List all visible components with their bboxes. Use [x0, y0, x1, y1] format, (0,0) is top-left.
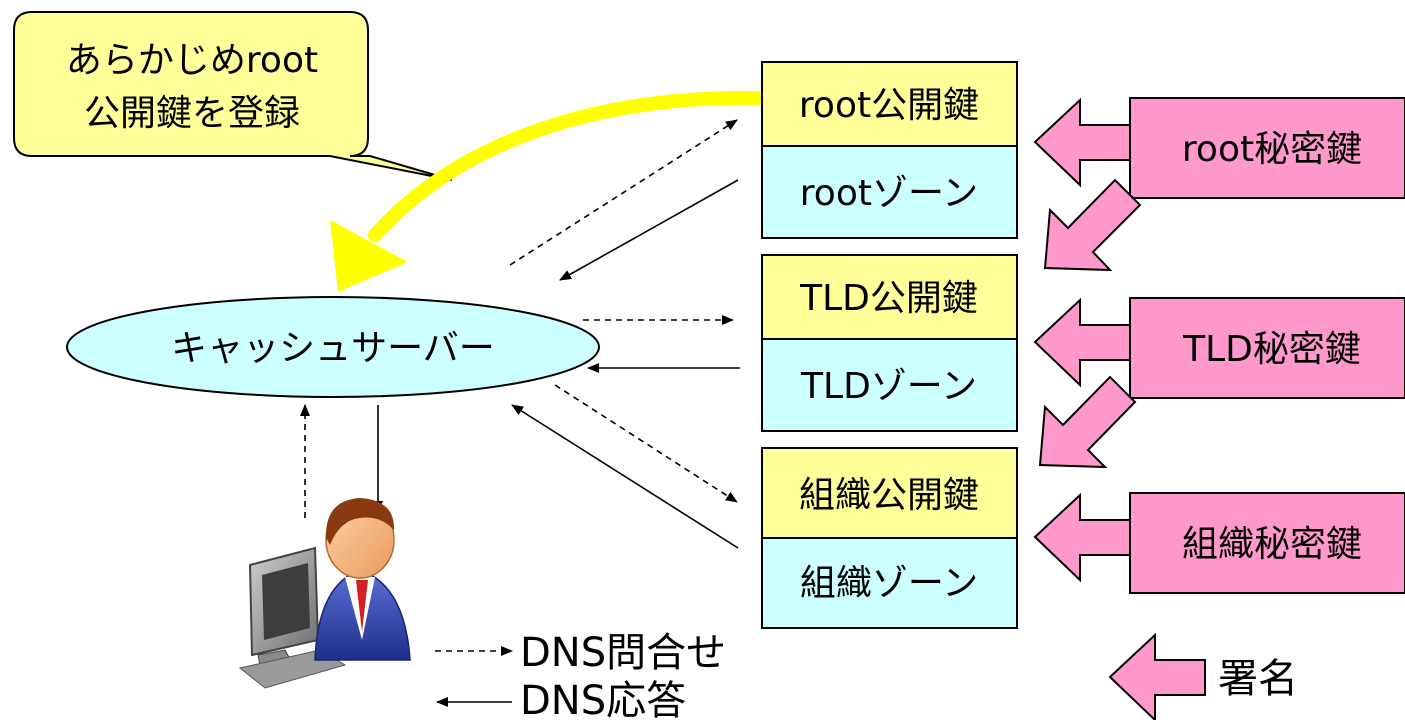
sign-arrow-tld [1033, 297, 1131, 388]
org-public-key-box [761, 447, 1018, 539]
root-zone-label: rootゾーン [800, 173, 978, 214]
sign-arrows [1033, 97, 1206, 720]
cache-server-ellipse [66, 296, 600, 398]
sign-arrow-root-to-tld [1043, 178, 1142, 272]
zone-tld: TLD公開鍵 TLDゾーン [761, 254, 1018, 432]
legend-signature-label: 署名 [1218, 656, 1298, 702]
sign-arrow-root [1033, 97, 1131, 188]
response-arrow-root [559, 179, 739, 281]
org-private-key-box [1129, 492, 1405, 594]
cache-server: キャッシュサーバー [66, 296, 600, 398]
org-private-key-label: 組織秘密鍵 [1182, 524, 1362, 565]
org-zone-label: 組織ゾーン [800, 563, 978, 604]
tld-zone-label: TLDゾーン [800, 366, 977, 407]
org-public-key-label: 組織公開鍵 [799, 475, 979, 516]
sign-arrow-tld-to-org [1038, 375, 1137, 469]
response-arrow-org [511, 404, 739, 549]
private-key-org: 組織秘密鍵 [1129, 492, 1405, 594]
callout-bubble [13, 11, 453, 181]
private-key-tld: TLD秘密鍵 [1129, 297, 1405, 399]
legend: DNS問合せ DNS応答 署名 [435, 630, 1298, 720]
tld-public-key-box [761, 254, 1018, 340]
callout: あらかじめroot 公開鍵を登録 [13, 11, 453, 181]
query-arrow-root [509, 119, 738, 266]
tld-public-key-label: TLD公開鍵 [799, 278, 978, 319]
query-response-arrows [300, 119, 740, 549]
query-arrow-org [554, 384, 738, 503]
zone-root: root公開鍵 rootゾーン [761, 61, 1018, 239]
legend-response-label: DNS応答 [520, 678, 686, 720]
tld-zone-box [761, 338, 1018, 432]
root-public-key-box [761, 61, 1018, 147]
sign-arrow-org [1033, 492, 1131, 583]
cache-server-label: キャッシュサーバー [171, 328, 495, 369]
callout-line2: 公開鍵を登録 [84, 93, 300, 134]
zone-org: 組織公開鍵 組織ゾーン [761, 447, 1018, 629]
tld-private-key-label: TLD秘密鍵 [1182, 329, 1361, 370]
user-at-computer-icon [238, 498, 411, 689]
root-zone-box [761, 145, 1018, 239]
private-key-root: root秘密鍵 [1129, 97, 1405, 199]
legend-sign-arrow [1108, 632, 1206, 720]
register-root-key-arrow [330, 90, 769, 292]
callout-line1: あらかじめroot [66, 40, 318, 81]
org-zone-box [761, 537, 1018, 629]
root-public-key-label: root公開鍵 [799, 85, 979, 126]
root-private-key-label: root秘密鍵 [1182, 129, 1362, 170]
legend-query-label: DNS問合せ [520, 630, 726, 676]
